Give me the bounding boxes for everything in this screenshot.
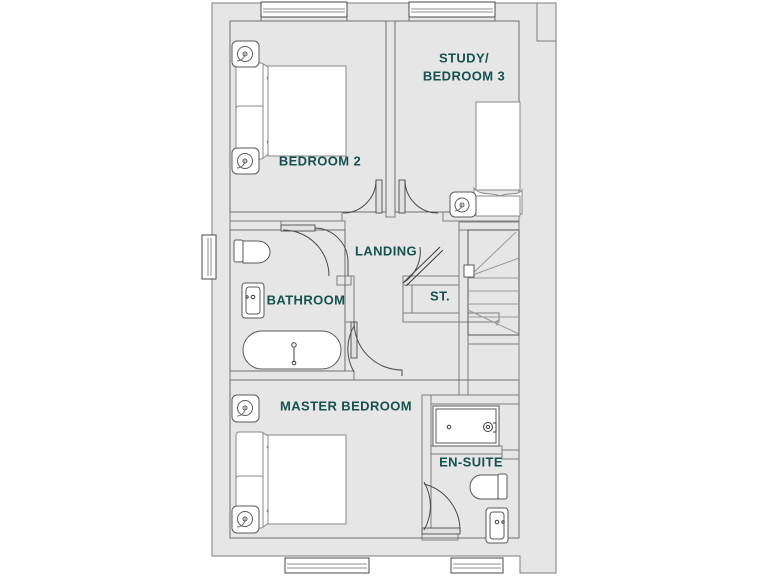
- window-left: [201, 234, 217, 280]
- toilet-ensuite: [469, 473, 508, 500]
- window-bottom-left: [284, 557, 370, 574]
- window-top-left: [260, 1, 348, 18]
- door-ensuite: [421, 481, 461, 535]
- nightstand-bedroom2-bottom: [231, 147, 260, 175]
- bathtub: [242, 330, 342, 370]
- windows-group: [201, 1, 504, 574]
- door-bedroom2: [342, 179, 383, 214]
- label-bathroom: BATHROOM: [267, 292, 346, 307]
- bed-bedroom2: [235, 62, 347, 160]
- label-master-bedroom: MASTER BEDROOM: [280, 398, 412, 413]
- label-bedroom-2: BEDROOM 2: [279, 153, 361, 168]
- wash-basin-ensuite: [485, 507, 509, 544]
- window-top-right: [408, 1, 496, 18]
- bed-bedroom3: [473, 101, 523, 217]
- door-bathroom: [280, 224, 349, 277]
- toilet-bathroom: [233, 239, 271, 264]
- nightstand-bedroom3: [449, 191, 477, 218]
- door-master: [347, 321, 403, 376]
- door-bedroom3: [398, 179, 439, 214]
- door-storage: [402, 246, 444, 287]
- doors-group: [280, 179, 461, 535]
- wash-basin-bathroom: [241, 282, 265, 319]
- label-study-bedroom-3-line-2: BEDROOM 3: [423, 68, 505, 83]
- nightstand-master-top: [231, 394, 260, 423]
- label-storage: ST.: [430, 288, 450, 303]
- bed-master: [235, 431, 347, 529]
- staircase: [463, 229, 520, 336]
- label-study-bedroom-3-line-1: STUDY/: [439, 50, 489, 65]
- room-labels: BEDROOM 2 STUDY/ BEDROOM 3 LANDING BATHR…: [267, 50, 505, 469]
- nightstand-master-bottom: [231, 505, 260, 534]
- shower-tray-ensuite: [432, 405, 500, 447]
- nightstand-bedroom2-top: [231, 40, 260, 68]
- window-bottom-right: [450, 557, 504, 574]
- label-en-suite: EN-SUITE: [439, 454, 503, 469]
- label-landing: LANDING: [355, 243, 417, 258]
